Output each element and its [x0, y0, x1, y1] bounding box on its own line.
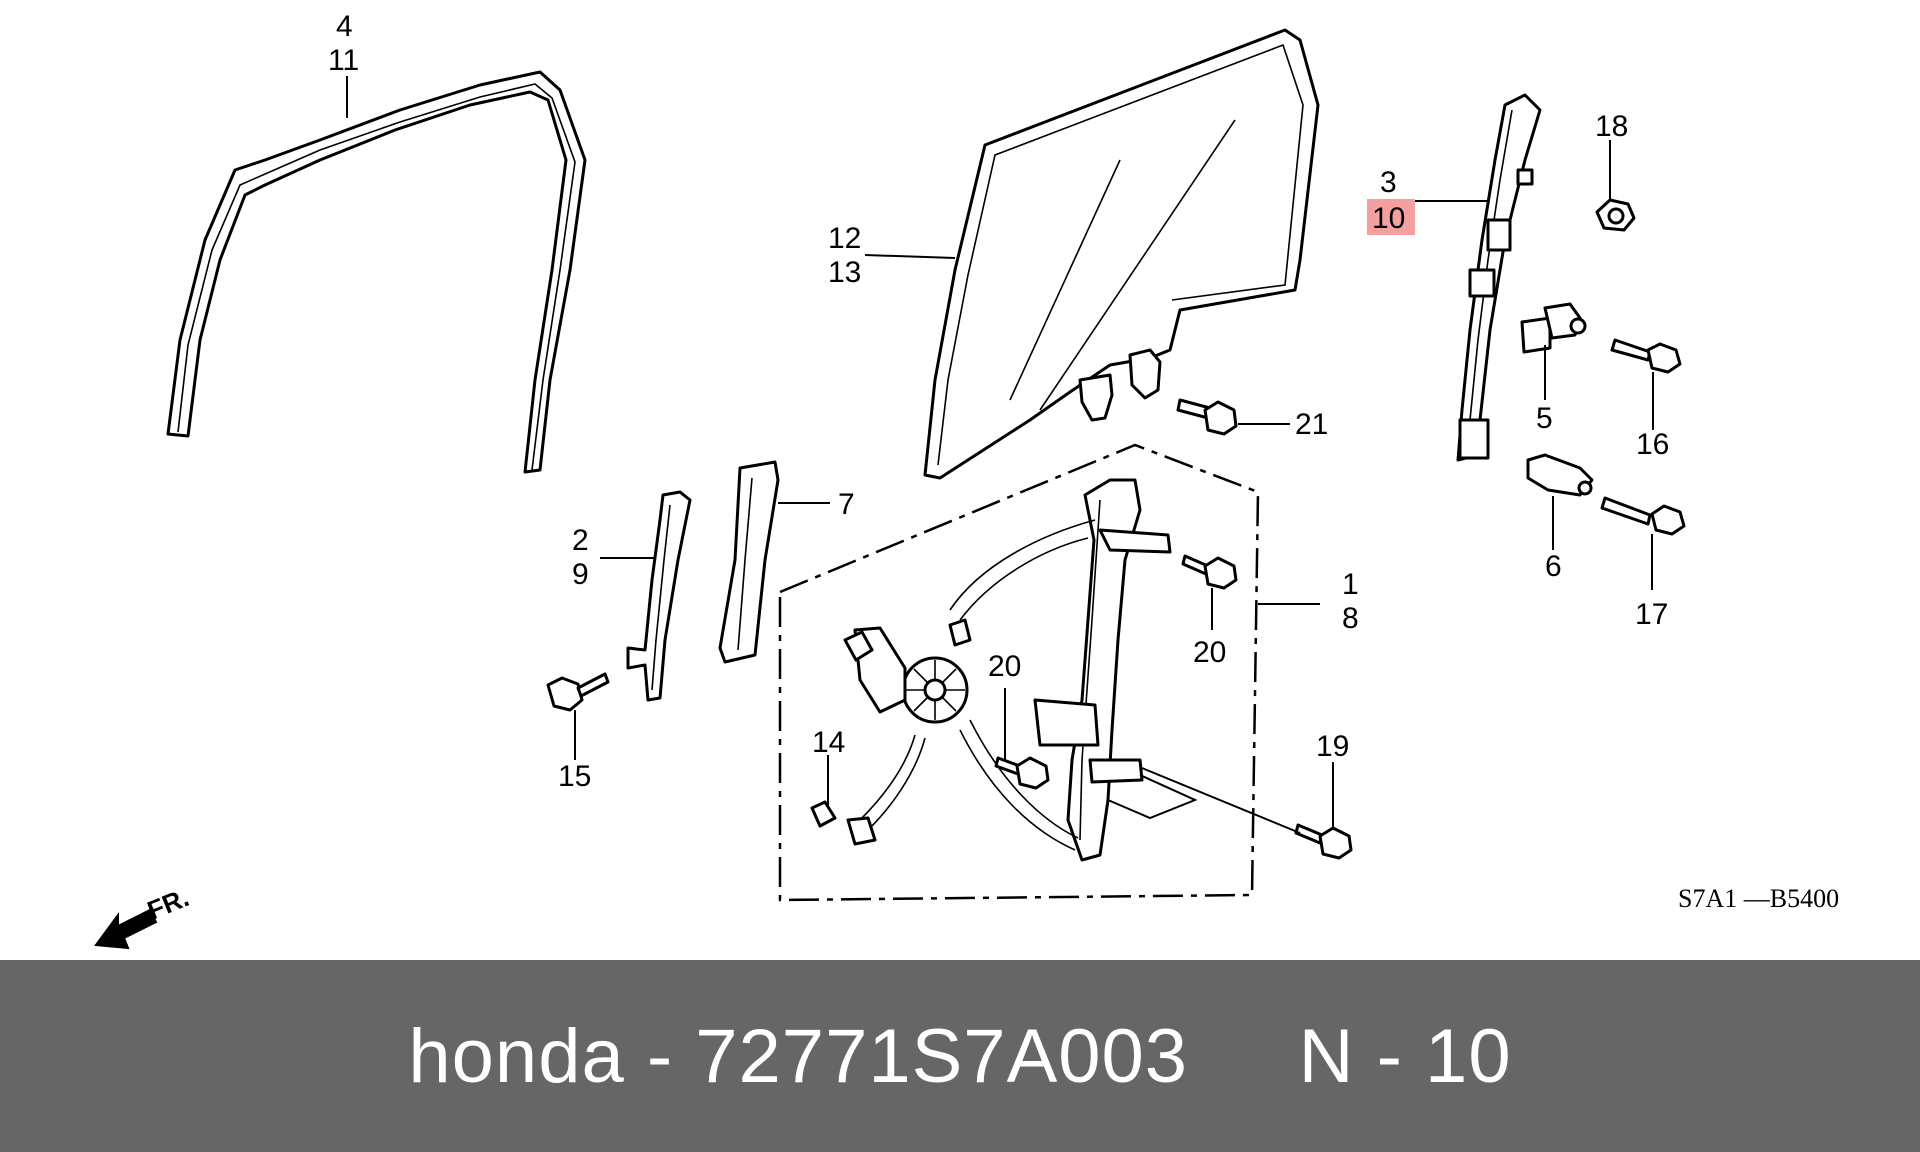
bolt-19 [1294, 823, 1353, 860]
label-9: 9 [572, 558, 589, 591]
label-14: 14 [812, 726, 845, 759]
front-direction-arrow: FR. [94, 882, 193, 950]
label-10: 10 [1372, 202, 1405, 235]
label-3: 3 [1380, 166, 1397, 199]
rear-run-channel [1456, 93, 1542, 462]
label-20-right: 20 [1193, 636, 1226, 669]
bolt-17 [1600, 496, 1686, 536]
leader-lines [346, 76, 1654, 834]
label-8: 8 [1342, 602, 1359, 635]
weatherstrip-7 [718, 460, 780, 664]
bracket-5 [1520, 302, 1587, 354]
label-16: 16 [1636, 428, 1669, 461]
label-20-left: 20 [988, 650, 1021, 683]
diagram-code: S7A1 —B5400 [1678, 884, 1839, 913]
footer-bar: honda - 72771S7A003 N - 10 [0, 960, 1920, 1152]
bracket-6 [1526, 453, 1594, 497]
part-labels: 4 11 12 13 3 10 18 5 16 6 17 21 2 9 7 1 … [328, 10, 1669, 793]
label-19: 19 [1316, 730, 1349, 763]
label-7: 7 [838, 488, 855, 521]
label-13: 13 [828, 256, 861, 289]
regulator-assembly-box [778, 443, 1260, 902]
rear-sash-2 [626, 490, 692, 702]
door-run-channel [166, 70, 587, 474]
bolt-15 [546, 672, 610, 712]
bolt-20-left [994, 756, 1050, 790]
label-21: 21 [1295, 408, 1328, 441]
door-glass [923, 28, 1320, 480]
label-4: 4 [336, 10, 353, 43]
bolt-21 [1176, 398, 1238, 436]
label-11: 11 [328, 44, 359, 77]
part-number-caption: honda - 72771S7A003 N - 10 [408, 1013, 1512, 1099]
label-5: 5 [1536, 402, 1553, 435]
label-12: 12 [828, 222, 861, 255]
highlight-box [1367, 199, 1415, 235]
label-15: 15 [558, 760, 591, 793]
bolt-20-right [1181, 554, 1238, 590]
label-17: 17 [1635, 598, 1668, 631]
label-6: 6 [1545, 550, 1562, 583]
window-regulator [810, 478, 1198, 862]
label-1: 1 [1342, 568, 1359, 601]
bolt-16 [1610, 338, 1682, 374]
parts-diagram: 4 11 12 13 3 10 18 5 16 6 17 21 2 9 7 1 … [94, 10, 1839, 950]
label-2: 2 [572, 524, 589, 557]
label-18: 18 [1595, 110, 1628, 143]
nut-18 [1595, 198, 1636, 232]
